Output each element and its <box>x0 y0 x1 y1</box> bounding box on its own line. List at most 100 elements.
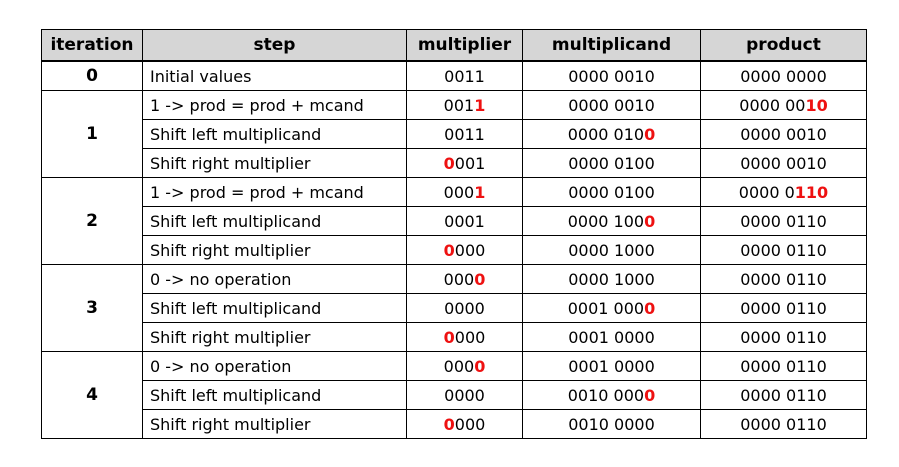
multiplier-post-bits: 000 <box>454 414 486 434</box>
header-multiplicand: multiplicand <box>522 29 701 62</box>
product-cell: 0000 0110 <box>700 380 867 410</box>
product-pre-bits: 0000 0000 <box>740 66 827 86</box>
multiplier-cell: 0000 <box>406 293 523 323</box>
product-pre-bits: 0000 0110 <box>740 327 827 347</box>
product-pre-bits: 0000 0110 <box>740 385 827 405</box>
multiplicand-pre-bits: 0010 000 <box>567 385 645 405</box>
product-pre-bits: 0000 0110 <box>740 414 827 434</box>
step-cell: Shift right multiplier <box>142 148 407 178</box>
step-cell: Shift left multiplicand <box>142 119 407 149</box>
product-cell: 0000 0110 <box>700 409 867 439</box>
multiplier-highlighted-bits: 0 <box>443 240 455 260</box>
product-cell: 0000 0110 <box>700 235 867 265</box>
multiplier-highlighted-bits: 0 <box>443 327 455 347</box>
product-cell: 0000 0110 <box>700 206 867 236</box>
multiplicand-highlighted-bits: 0 <box>644 211 656 231</box>
multiplier-cell: 0000 <box>406 322 523 352</box>
product-pre-bits: 0000 00 <box>739 95 806 115</box>
multiplicand-pre-bits: 0000 1000 <box>568 240 655 260</box>
header-row: iteration step multiplier multiplicand p… <box>41 29 867 62</box>
multiplicand-highlighted-bits: 0 <box>644 298 656 318</box>
multiplier-cell: 0011 <box>406 119 523 149</box>
multiplicand-pre-bits: 0010 0000 <box>568 414 655 434</box>
multiplicand-pre-bits: 0000 0010 <box>568 95 655 115</box>
multiplier-highlighted-bits: 0 <box>474 269 486 289</box>
multiplicand-cell: 0000 0100 <box>522 119 701 149</box>
step-cell: Shift left multiplicand <box>142 380 407 410</box>
product-pre-bits: 0000 0010 <box>740 124 827 144</box>
multiplier-cell: 0001 <box>406 177 523 207</box>
product-pre-bits: 0000 0110 <box>740 298 827 318</box>
multiplicand-pre-bits: 0000 0010 <box>568 66 655 86</box>
multiplicand-cell: 0000 1000 <box>522 264 701 294</box>
multiplicand-cell: 0010 0000 <box>522 380 701 410</box>
multiplier-post-bits: 001 <box>454 153 486 173</box>
multiplier-highlighted-bits: 0 <box>443 153 455 173</box>
multiplicand-pre-bits: 0001 0000 <box>568 327 655 347</box>
step-cell: Shift right multiplier <box>142 235 407 265</box>
product-pre-bits: 0000 0110 <box>740 356 827 376</box>
product-pre-bits: 0000 0110 <box>740 240 827 260</box>
multiplier-cell: 0000 <box>406 264 523 294</box>
multiplier-highlighted-bits: 1 <box>474 95 486 115</box>
header-multiplier: multiplier <box>406 29 523 62</box>
header-product: product <box>700 29 867 62</box>
multiplier-pre-bits: 000 <box>443 269 475 289</box>
header-iteration: iteration <box>41 29 143 62</box>
iteration-cell: 3 <box>41 264 143 352</box>
multiplier-pre-bits: 000 <box>443 182 475 202</box>
multiplicand-cell: 0000 0010 <box>522 60 701 91</box>
multiplier-cell: 0001 <box>406 148 523 178</box>
iteration-cell: 0 <box>41 60 143 91</box>
multiplicand-highlighted-bits: 0 <box>644 385 656 405</box>
iteration-cell: 4 <box>41 351 143 439</box>
product-cell: 0000 0010 <box>700 148 867 178</box>
multiplication-steps-table: iteration step multiplier multiplicand p… <box>41 29 867 439</box>
multiplier-cell: 0000 <box>406 235 523 265</box>
product-cell: 0000 0110 <box>700 322 867 352</box>
multiplier-cell: 0011 <box>406 90 523 120</box>
product-cell: 0000 0010 <box>700 90 867 120</box>
multiplicand-pre-bits: 0001 0000 <box>568 356 655 376</box>
multiplicand-cell: 0010 0000 <box>522 409 701 439</box>
step-cell: Shift right multiplier <box>142 322 407 352</box>
product-pre-bits: 0000 0010 <box>740 153 827 173</box>
multiplier-post-bits: 000 <box>454 240 486 260</box>
product-pre-bits: 0000 0110 <box>740 211 827 231</box>
multiplier-pre-bits: 0000 <box>444 385 485 405</box>
multiplicand-cell: 0001 0000 <box>522 293 701 323</box>
multiplier-cell: 0000 <box>406 351 523 381</box>
multiplicand-cell: 0001 0000 <box>522 322 701 352</box>
step-cell: 0 -> no operation <box>142 351 407 381</box>
header-step: step <box>142 29 407 62</box>
product-cell: 0000 0000 <box>700 60 867 91</box>
multiplier-pre-bits: 0011 <box>444 66 485 86</box>
multiplicand-pre-bits: 0000 010 <box>567 124 645 144</box>
multiplicand-cell: 0000 0100 <box>522 148 701 178</box>
product-cell: 0000 0010 <box>700 119 867 149</box>
multiplier-highlighted-bits: 0 <box>474 356 486 376</box>
product-cell: 0000 0110 <box>700 351 867 381</box>
multiplicand-cell: 0000 1000 <box>522 235 701 265</box>
multiplicand-cell: 0000 0010 <box>522 90 701 120</box>
product-cell: 0000 0110 <box>700 293 867 323</box>
multiplicand-pre-bits: 0001 000 <box>567 298 645 318</box>
multiplicand-pre-bits: 0000 0100 <box>568 182 655 202</box>
multiplier-cell: 0000 <box>406 409 523 439</box>
product-pre-bits: 0000 0 <box>738 182 795 202</box>
multiplier-cell: 0000 <box>406 380 523 410</box>
multiplicand-highlighted-bits: 0 <box>644 124 656 144</box>
multiplier-pre-bits: 0001 <box>444 211 485 231</box>
product-cell: 0000 0110 <box>700 264 867 294</box>
